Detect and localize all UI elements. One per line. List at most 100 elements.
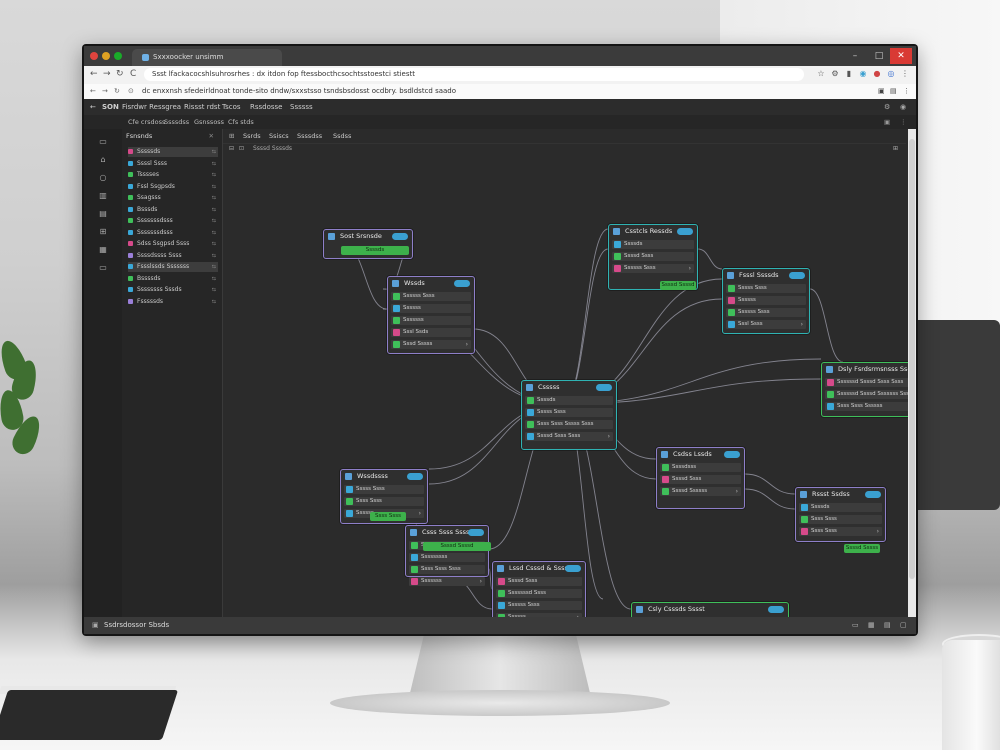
sidebar-item[interactable]: Sssssds⇆ xyxy=(128,147,218,157)
input-port-icon[interactable] xyxy=(346,486,353,493)
node-status-badge[interactable] xyxy=(468,529,484,536)
input-port-icon[interactable] xyxy=(728,321,735,328)
menu-icon[interactable]: ⋮ xyxy=(901,69,909,78)
connection-wire[interactable] xyxy=(488,568,493,590)
zoom-icon[interactable]: ⊟ xyxy=(229,145,235,152)
minimize-window-dot[interactable] xyxy=(102,52,110,60)
layout-icon[interactable]: ▤ xyxy=(884,621,891,629)
chevron-right-icon[interactable]: › xyxy=(735,488,738,495)
chevron-right-icon[interactable]: › xyxy=(800,321,803,328)
node-field[interactable]: Ssssds xyxy=(525,396,613,405)
close-window-dot[interactable] xyxy=(90,52,98,60)
input-port-icon[interactable] xyxy=(801,528,808,535)
share-icon[interactable]: ⊞ xyxy=(99,227,107,236)
node-field[interactable]: Ssssss Ssss xyxy=(726,308,806,317)
node-status-badge[interactable] xyxy=(768,606,784,613)
node-field[interactable]: Ssssss Ssss› xyxy=(612,264,694,273)
sidebar-item[interactable]: Sssssssdsss⇆ xyxy=(128,216,218,226)
sidebar-item[interactable]: Ssagsss⇆ xyxy=(128,193,218,203)
sync-icon[interactable]: ◉ xyxy=(859,69,867,78)
menu-item-0[interactable]: Fisrdwr Ressgrea xyxy=(122,103,182,111)
bookmark-icon[interactable]: ▮ xyxy=(846,69,852,78)
help-icon[interactable]: ◉ xyxy=(900,103,907,111)
node-status-badge[interactable] xyxy=(677,228,693,235)
zoom-icon[interactable]: ▭ xyxy=(852,621,859,629)
node-status-badge[interactable] xyxy=(392,233,408,240)
input-port-icon[interactable] xyxy=(728,297,735,304)
connection-wire[interactable] xyxy=(744,473,796,495)
node-field[interactable]: Sssss Ssss xyxy=(344,485,424,494)
menu-item-2[interactable]: Tscos xyxy=(222,103,241,111)
star-icon[interactable]: ☆ xyxy=(817,69,825,78)
drag-handle-icon[interactable]: ⇆ xyxy=(211,298,216,305)
node-field[interactable]: Ssssd Ssss Ssss› xyxy=(525,432,613,441)
drag-handle-icon[interactable]: ⇆ xyxy=(211,149,216,155)
input-port-icon[interactable] xyxy=(411,566,418,573)
connection-wire[interactable] xyxy=(809,288,844,363)
node-action-button[interactable]: Ssssd Ssssd xyxy=(660,281,696,290)
page-address[interactable]: dc enxxnsh sfedeirldnoat tonde-sito dndw… xyxy=(142,87,457,95)
input-port-icon[interactable] xyxy=(393,317,400,324)
node-field[interactable]: Ssssds xyxy=(612,240,694,249)
back-icon[interactable]: ← xyxy=(90,87,96,95)
forward-icon[interactable]: → xyxy=(102,87,108,95)
chevron-right-icon[interactable]: › xyxy=(876,528,879,535)
node-field[interactable]: Ssssss xyxy=(391,304,471,313)
chevron-right-icon[interactable]: › xyxy=(418,510,421,517)
node-status-badge[interactable] xyxy=(454,280,470,287)
input-port-icon[interactable] xyxy=(662,488,669,495)
forward-icon[interactable]: → xyxy=(103,69,111,79)
connection-wire[interactable] xyxy=(697,248,723,270)
monitor-icon[interactable]: ▭ xyxy=(99,263,107,272)
node-field[interactable]: Sssl Ssss› xyxy=(726,320,806,329)
input-port-icon[interactable] xyxy=(728,309,735,316)
submenu-item-0[interactable]: Cfe crsdoss xyxy=(128,118,166,126)
drag-handle-icon[interactable]: ⇆ xyxy=(211,229,216,236)
back-icon[interactable]: ← xyxy=(90,103,96,111)
input-port-icon[interactable] xyxy=(346,498,353,505)
node-field[interactable]: Ssss Ssss Sssss Ssss xyxy=(525,420,613,429)
canvas-tool-0[interactable]: Ssrds xyxy=(243,132,261,140)
node-field[interactable]: Ssssssd Ssssd Ssss Ssss xyxy=(825,378,916,387)
node-field[interactable]: Ssss Ssss xyxy=(344,497,424,506)
input-port-icon[interactable] xyxy=(498,602,505,609)
address-bar[interactable]: Ssst lfackacocshlsuhrosrhes : dx itdon f… xyxy=(144,68,804,81)
input-port-icon[interactable] xyxy=(614,241,621,248)
node-field[interactable]: Ssssss xyxy=(726,296,806,305)
input-port-icon[interactable] xyxy=(614,253,621,260)
input-port-icon[interactable] xyxy=(527,409,534,416)
input-port-icon[interactable] xyxy=(527,421,534,428)
data-icon[interactable]: ▤ xyxy=(99,209,107,218)
home-icon[interactable]: C xyxy=(130,69,137,79)
input-port-icon[interactable] xyxy=(614,265,621,272)
drag-handle-icon[interactable]: ⇆ xyxy=(211,287,216,293)
options-icon[interactable]: ⋮ xyxy=(900,118,907,126)
chevron-right-icon[interactable]: › xyxy=(607,433,610,440)
input-port-icon[interactable] xyxy=(411,542,418,549)
input-port-icon[interactable] xyxy=(527,397,534,404)
sidebar-item[interactable]: Bssssds⇆ xyxy=(128,274,218,284)
input-port-icon[interactable] xyxy=(393,341,400,348)
input-port-icon[interactable] xyxy=(393,329,400,336)
canvas-tool-2[interactable]: Ssssdss xyxy=(297,132,323,140)
nodes-icon[interactable]: ⌂ xyxy=(100,155,106,164)
menu-item-3[interactable]: Rssdosse xyxy=(250,103,283,111)
grid-toggle-icon[interactable]: ▦ xyxy=(868,621,875,629)
fullscreen-icon[interactable]: ▢ xyxy=(900,621,907,629)
node-status-badge[interactable] xyxy=(724,451,740,458)
input-port-icon[interactable] xyxy=(801,516,808,523)
cast-icon[interactable]: ▣ xyxy=(878,87,885,95)
chevron-right-icon[interactable]: › xyxy=(479,578,482,585)
sidebar-item[interactable]: Ssssdssss Ssss⇆ xyxy=(128,251,218,261)
workflow-canvas[interactable]: ⊞ Ssrds Ssiscs Ssssdss Ssdss ⊟ ⊡ Ssssd S… xyxy=(223,129,916,634)
node-status-badge[interactable] xyxy=(865,491,881,498)
minimize-icon[interactable]: – xyxy=(852,51,858,61)
drag-handle-icon[interactable]: ⇆ xyxy=(211,183,216,190)
input-port-icon[interactable] xyxy=(393,293,400,300)
close-icon[interactable]: ✕ xyxy=(890,48,912,64)
